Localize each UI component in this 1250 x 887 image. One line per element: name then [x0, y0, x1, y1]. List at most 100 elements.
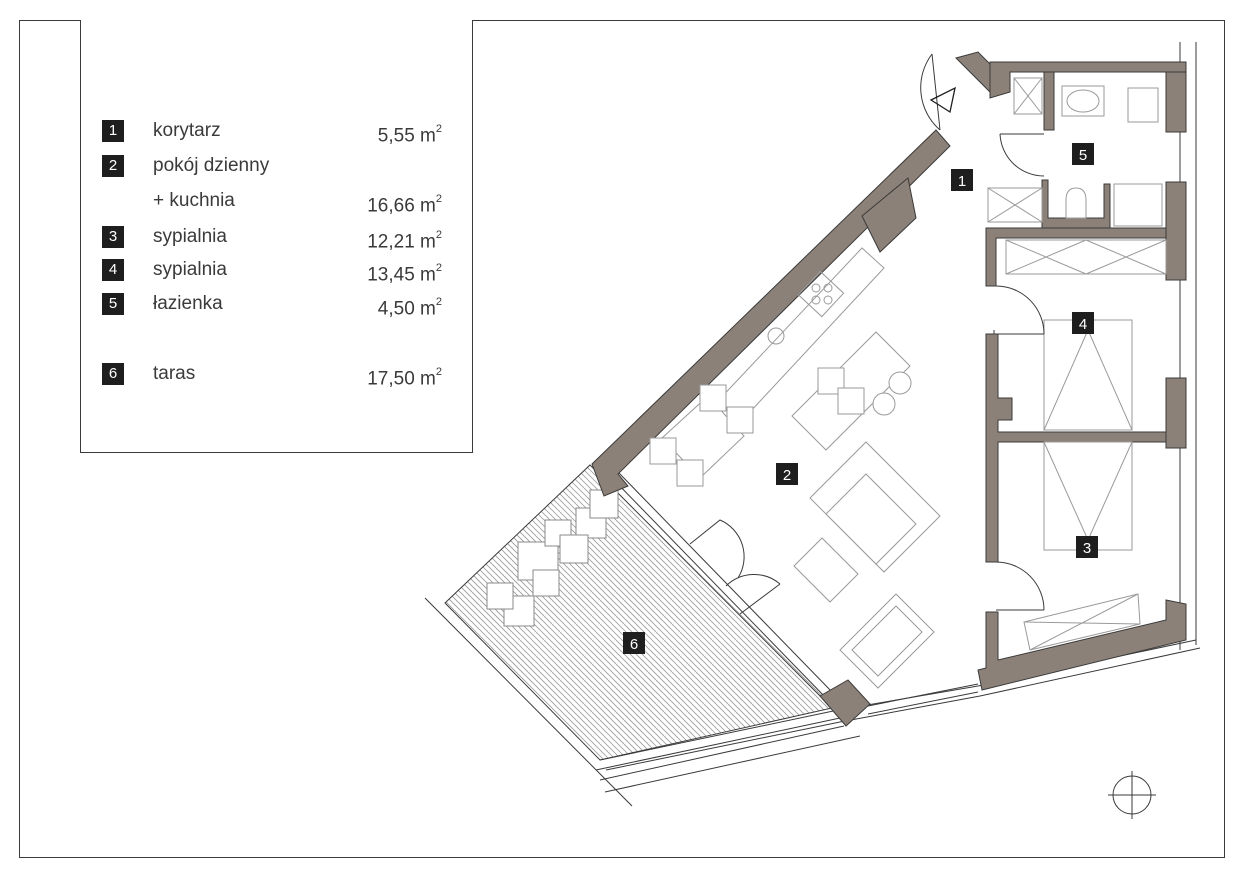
deck-board-line	[445, 465, 643, 760]
deck-board-line	[445, 465, 475, 760]
deck-board-line	[445, 465, 487, 760]
drawing-frame	[19, 20, 1225, 858]
room-name: taras	[153, 363, 196, 384]
legend-row-2: 2 pokój dzienny	[102, 155, 442, 179]
room-badge-5: 5	[1072, 143, 1094, 165]
deck-board-line	[58, 460, 378, 780]
deck-board-line	[445, 465, 709, 760]
legend-row-3: 3 sypialnia 12,21 m2	[102, 226, 442, 253]
room-badges: 1 2 3 4 5 6	[623, 143, 1098, 654]
deck-board-line	[964, 460, 1250, 780]
deck-board-line	[445, 465, 703, 760]
deck-board-line	[94, 460, 414, 780]
deck-board-line	[445, 465, 619, 760]
room-area: 5,55 m2	[377, 123, 442, 147]
bedroom-4-bed	[1043, 319, 1133, 431]
deck-board-line	[82, 460, 402, 780]
room-badge-label: 5	[1079, 147, 1087, 164]
deck-board-line	[495, 465, 817, 760]
room-badge-6: 6	[623, 632, 645, 654]
compass-icon	[1108, 771, 1156, 819]
terrace-edge-line	[424, 597, 633, 807]
deck-board-line	[88, 460, 408, 780]
deck-board-line	[1036, 460, 1250, 780]
deck-board-line	[445, 465, 655, 760]
room-name: pokój dzienny	[153, 155, 270, 176]
deck-board-line	[922, 460, 1242, 780]
deck-board-line	[445, 465, 463, 760]
deck-board-line	[1024, 460, 1250, 780]
deck-board-line	[106, 460, 426, 780]
deck-board-line	[445, 465, 541, 760]
deck-board-line	[579, 465, 832, 760]
deck-board-line	[1018, 460, 1250, 780]
deck-board-line	[445, 465, 637, 760]
room-badge-2: 2	[776, 463, 798, 485]
room-area: 16,66 m2	[367, 193, 442, 217]
terrace-furniture	[486, 489, 619, 627]
deck-board-line	[100, 460, 420, 780]
deck-board-line	[445, 465, 715, 760]
room-badge-1: 1	[951, 169, 973, 191]
deck-board-line	[525, 465, 832, 760]
deck-board-line	[445, 465, 547, 760]
deck-board-line	[445, 465, 457, 760]
deck-board-line	[934, 460, 1250, 780]
room-name: sypialnia	[153, 226, 227, 247]
deck-board-line	[445, 465, 631, 760]
legend-row-1: 1 korytarz 5,55 m2	[102, 120, 442, 147]
deck-board-line	[886, 460, 1206, 780]
deck-board-line	[445, 465, 505, 760]
room-badge-4: 4	[1072, 312, 1094, 334]
deck-board-line	[1006, 460, 1250, 780]
room-name: sypialnia	[153, 259, 227, 280]
deck-board-line	[507, 465, 829, 760]
bedroom-3-bed	[1043, 441, 1133, 551]
deck-board-line	[1000, 460, 1250, 780]
deck-board-line	[445, 465, 493, 760]
room-number-badge: 5	[102, 293, 124, 315]
terrace-decking	[46, 460, 1250, 780]
legend-row-2b: + kuchnia 16,66 m2	[102, 190, 442, 217]
deck-board-line	[445, 465, 721, 760]
dining-set	[649, 384, 754, 487]
deck-board-line	[445, 465, 523, 760]
room-number-badge: 4	[102, 259, 124, 281]
terrace-outline	[444, 464, 833, 761]
room-badge-3: 3	[1076, 536, 1098, 558]
legend-row-4: 4 sypialnia 13,45 m2	[102, 259, 442, 286]
terrace-railing-outer	[604, 735, 861, 793]
deck-board-line	[64, 460, 384, 780]
deck-board-line	[982, 460, 1250, 780]
room-number-badge: 2	[102, 155, 124, 177]
deck-board-line	[445, 465, 481, 760]
room-badge-label: 2	[783, 467, 791, 484]
wardrobes	[987, 77, 1167, 651]
deck-board-line	[445, 465, 499, 760]
deck-board-line	[988, 460, 1250, 780]
deck-board-line	[976, 460, 1250, 780]
deck-board-line	[46, 460, 366, 780]
deck-board-line	[445, 465, 517, 760]
room-number-badge: 3	[102, 226, 124, 248]
deck-board-line	[445, 465, 451, 760]
room-badge-label: 6	[630, 636, 638, 653]
legend-panel: 1 korytarz 5,55 m2 2 pokój dzienny + kuc…	[80, 20, 473, 453]
room-area: 17,50 m2	[367, 366, 442, 390]
deck-board-line	[118, 460, 438, 780]
deck-board-line	[916, 460, 1236, 780]
deck-board-line	[445, 465, 469, 760]
room-area: 12,21 m2	[367, 229, 442, 253]
legend-row-6: 6 taras 17,50 m2	[102, 363, 442, 390]
deck-board-line	[445, 465, 601, 760]
deck-board-line	[1012, 460, 1250, 780]
legend-row-5: 5 łazienka 4,50 m2	[102, 293, 442, 319]
deck-board-line	[970, 460, 1250, 780]
interior-lines	[611, 230, 995, 715]
room-number-badge: 1	[102, 120, 124, 142]
room-area: 13,45 m2	[367, 262, 442, 286]
deck-board-line	[445, 465, 625, 760]
room-badge-label: 4	[1079, 316, 1087, 333]
deck-board-line	[70, 460, 390, 780]
deck-board-line	[52, 460, 372, 780]
